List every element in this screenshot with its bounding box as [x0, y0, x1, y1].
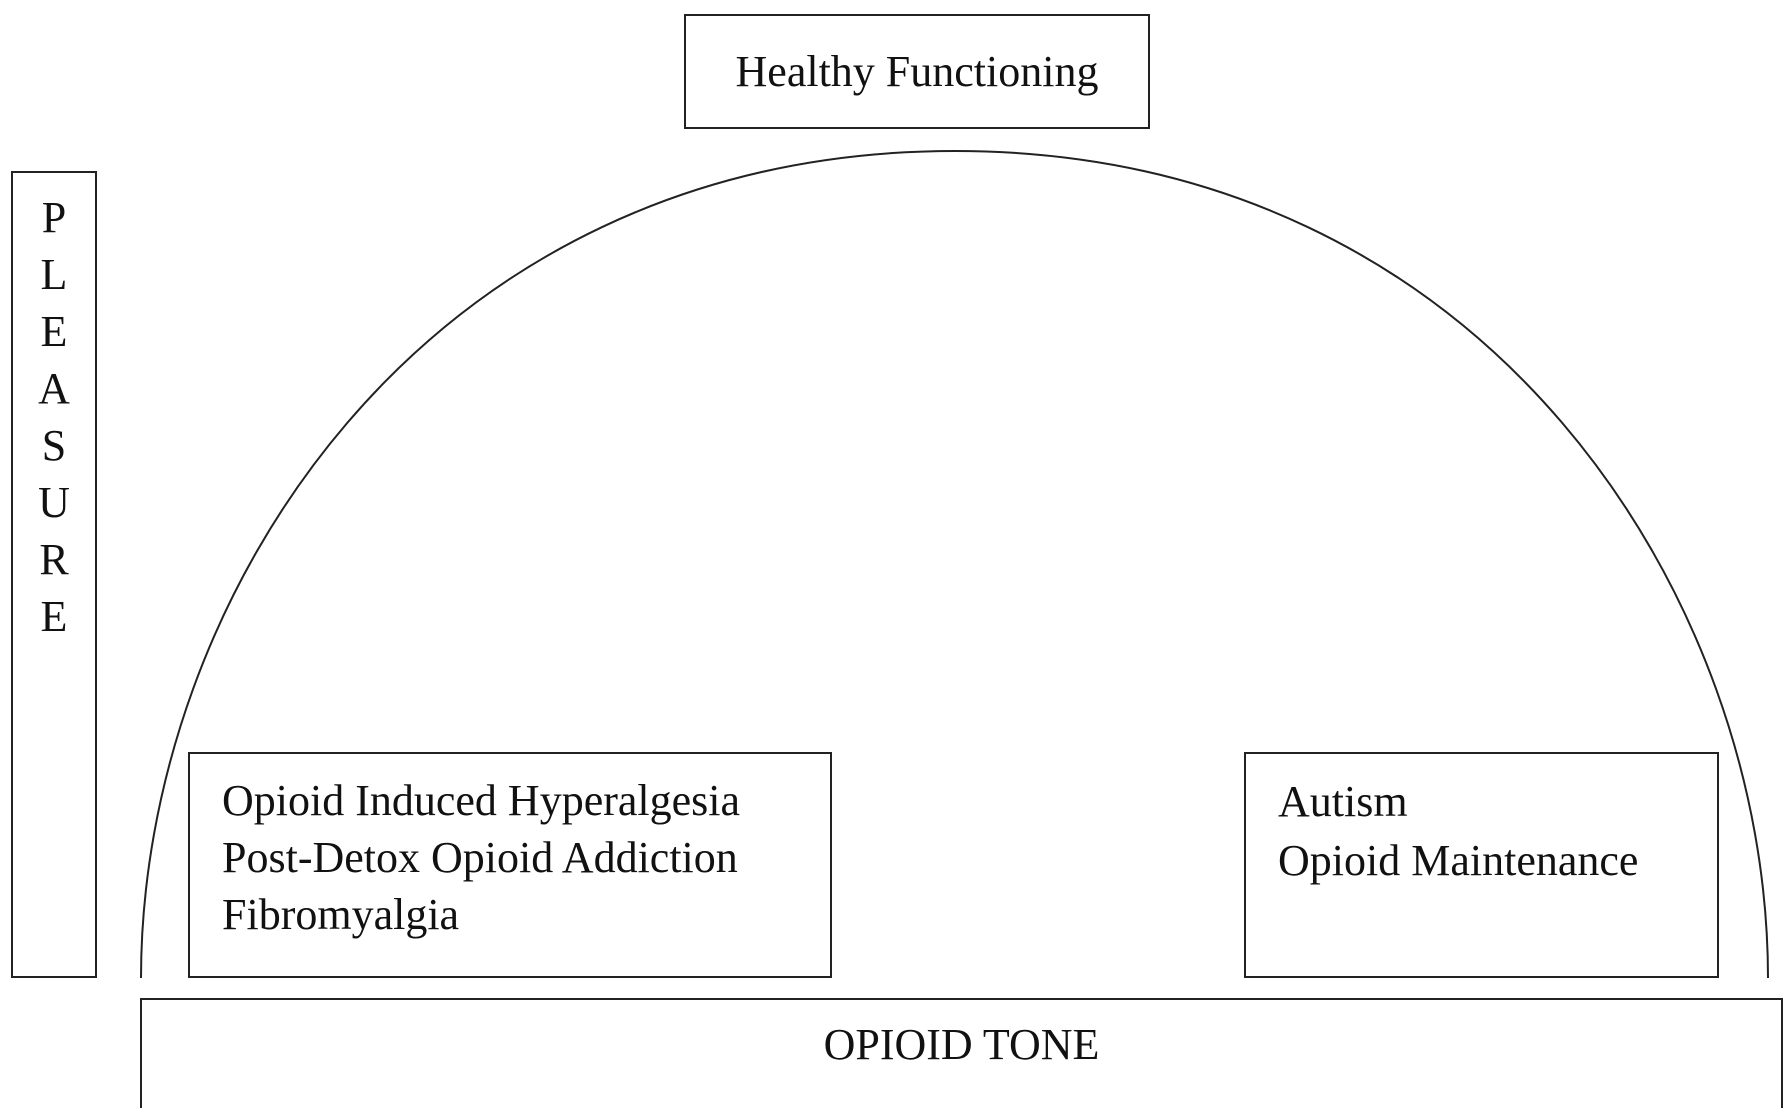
high-tone-conditions-box: Autism Opioid Maintenance [1244, 752, 1719, 978]
condition-line: Opioid Induced Hyperalgesia [222, 776, 741, 825]
condition-line: Fibromyalgia [222, 890, 460, 939]
inverted-u-arc [140, 149, 1769, 979]
condition-line: Post-Detox Opioid Addiction [222, 833, 738, 882]
pleasure-letter: L [40, 250, 68, 299]
pleasure-letter: U [38, 478, 70, 527]
pleasure-letter: E [40, 592, 68, 641]
pleasure-letter: R [39, 535, 69, 584]
pleasure-axis-box: P L E A S U R E [11, 171, 97, 978]
condition-line: Autism [1278, 777, 1408, 826]
healthy-functioning-label: Healthy Functioning [735, 47, 1099, 96]
low-tone-conditions-box: Opioid Induced Hyperalgesia Post-Detox O… [188, 752, 832, 978]
pleasure-letter: E [40, 307, 68, 356]
condition-line: Opioid Maintenance [1278, 836, 1639, 885]
pleasure-letter: S [41, 421, 67, 470]
pleasure-axis-label: P L E A S U R E [13, 173, 95, 645]
pleasure-letter: A [38, 364, 70, 413]
opioid-tone-axis-box: OPIOID TONE [140, 998, 1783, 1108]
pleasure-letter: P [41, 193, 67, 242]
healthy-functioning-box: Healthy Functioning [684, 14, 1150, 129]
opioid-tone-label: OPIOID TONE [823, 1020, 1100, 1069]
